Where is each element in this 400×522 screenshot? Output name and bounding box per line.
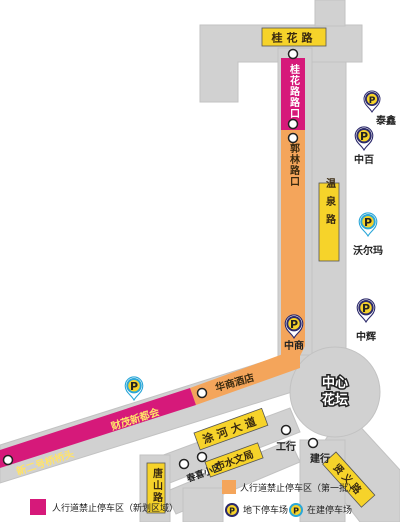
marker-huashang xyxy=(196,387,208,399)
marker-guihua-junction xyxy=(287,118,299,130)
wenquan-road-label: 温泉路 xyxy=(324,177,337,232)
parking-zhonghui: P xyxy=(356,298,376,323)
guihua-junction-label: 桂花路路口 xyxy=(288,63,301,119)
parking-glyph: P xyxy=(290,318,298,331)
junction-markers xyxy=(2,48,319,470)
tangshan-road-label: 唐山路 xyxy=(151,467,163,504)
parking-zhongshang: P xyxy=(284,314,304,339)
legend-planned-icon-inner xyxy=(291,505,301,515)
legend-orange-label: 人行道禁止停车区（第一批） xyxy=(240,482,357,494)
parking-glyph: P xyxy=(364,216,372,229)
zhongshang-label: 中商 xyxy=(284,339,304,352)
legend-orange-swatch xyxy=(222,480,236,494)
zhongbai-label: 中百 xyxy=(354,153,374,166)
guolin-junction-label: 郭林路口 xyxy=(288,142,300,187)
tangshan-road-sign xyxy=(146,462,166,514)
marker-xinge xyxy=(2,454,14,466)
legend: 人行道禁止停车区（新划区域） 人行道禁止停车区（第一批） P 地下停车场 P 在… xyxy=(30,480,357,517)
taixin-label: 泰鑫 xyxy=(375,114,396,127)
road-chunxi xyxy=(182,487,224,522)
parking-pins: P P P P P P xyxy=(124,90,381,401)
walmart-label: 沃尔玛 xyxy=(353,244,383,257)
marker-jianhang xyxy=(307,437,319,449)
legend-planned-glyph: P xyxy=(293,507,299,516)
marker-shuiwen xyxy=(196,451,208,463)
center-label-line2: 花坛 xyxy=(322,392,348,408)
pink-zone-vertical xyxy=(281,58,305,130)
legend-pink-label: 人行道禁止停车区（新划区域） xyxy=(52,502,178,514)
parking-caimao: P xyxy=(124,376,144,401)
marker-chunxi xyxy=(178,458,190,470)
marker-guihua xyxy=(287,48,299,60)
guihua-road-label: 桂花路 xyxy=(271,31,317,45)
legend-underground-label: 地下停车场 xyxy=(243,504,288,516)
parking-glyph: P xyxy=(369,96,376,106)
parking-glyph: P xyxy=(360,130,368,143)
gonghang-label: 工行 xyxy=(276,440,296,453)
legend-underground-icon-inner xyxy=(227,505,237,515)
center-label-line1: 中心 xyxy=(322,375,348,391)
marker-gonghang xyxy=(280,424,292,436)
zhonghui-label: 中辉 xyxy=(356,330,376,343)
no-parking-zones xyxy=(0,58,305,468)
wenquan-road-sign xyxy=(318,182,340,262)
legend-underground-glyph: P xyxy=(229,507,235,516)
orange-zone-vertical xyxy=(281,130,305,368)
parking-taixin: P xyxy=(363,90,381,113)
legend-pink-swatch xyxy=(30,499,46,515)
guihua-road-sign xyxy=(261,27,327,47)
jianhang-label: 建行 xyxy=(309,452,330,465)
legend-planned-label: 在建停车场 xyxy=(307,504,352,516)
parking-glyph: P xyxy=(130,380,138,393)
parking-walmart: P xyxy=(358,212,378,237)
center-roundabout xyxy=(289,346,381,438)
parking-zhongbai: P xyxy=(354,126,374,151)
orange-zone-diagonal xyxy=(190,354,300,405)
parking-glyph: P xyxy=(362,302,370,315)
road-top-stub xyxy=(314,0,346,27)
marker-guolin xyxy=(287,132,299,144)
pink-zone-diagonal xyxy=(0,388,196,468)
